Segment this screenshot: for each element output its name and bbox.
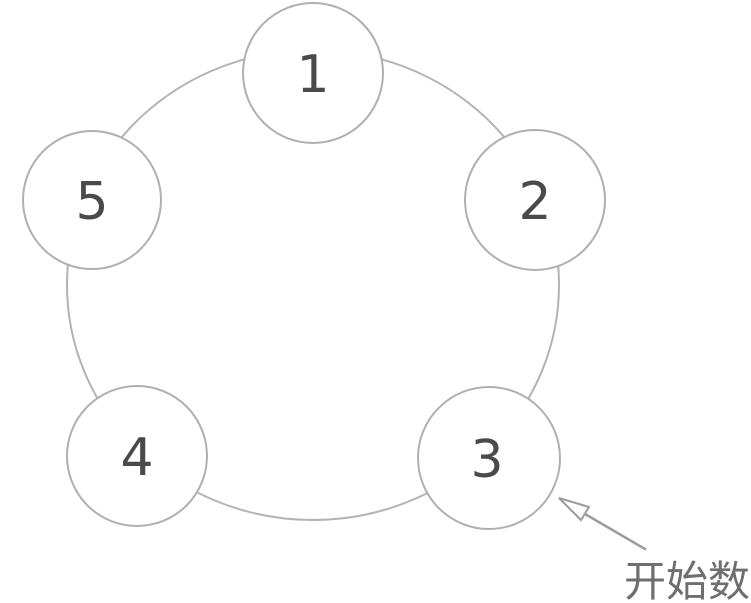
arrowhead-icon: [558, 497, 591, 522]
node-4: 4: [66, 385, 208, 527]
node-label-3: 3: [470, 430, 503, 490]
node-3: 3: [417, 386, 561, 530]
node-circle-5: [22, 130, 162, 270]
arrow-shaft: [583, 512, 647, 551]
node-label-4: 4: [120, 428, 153, 488]
node-circle-3: [417, 386, 561, 530]
start-count-label: 开始数: [624, 557, 750, 603]
node-label-2: 2: [518, 172, 551, 232]
node-2: 2: [464, 129, 606, 271]
node-circle-4: [66, 385, 208, 527]
node-label-5: 5: [75, 172, 108, 232]
node-5: 5: [22, 130, 162, 270]
node-circle-2: [464, 129, 606, 271]
node-label-1: 1: [296, 45, 329, 105]
node-1: 1: [242, 2, 384, 144]
node-circle-1: [242, 2, 384, 144]
start-pointer-arrow: [558, 497, 647, 551]
